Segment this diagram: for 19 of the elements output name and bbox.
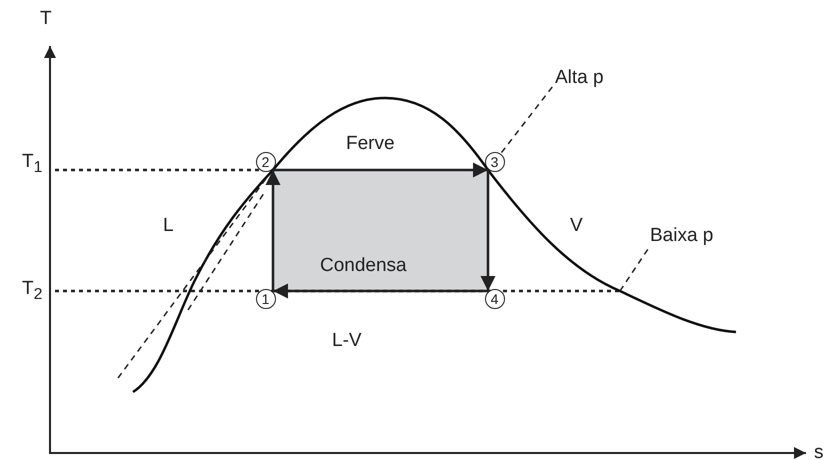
process-arrow [273, 284, 488, 298]
region-label: L [163, 216, 174, 235]
region-label: V [570, 216, 583, 235]
state-point-circle: 1 [256, 288, 276, 308]
process-arrow [266, 170, 280, 291]
axis-label: s [814, 443, 824, 460]
state-point-circle: 4 [484, 288, 504, 308]
axis-label: T$_{1}$ [22, 152, 42, 176]
axis-label: T [40, 9, 52, 28]
axis-label: T$_{2}$ [22, 279, 42, 303]
state-point-circle: 3 [484, 152, 504, 172]
edge-label: Condensa [320, 256, 407, 275]
process-arrow [273, 162, 488, 178]
process-arrow [480, 170, 496, 291]
state-point-circle: 2 [256, 152, 276, 172]
isobar-label: Alta p [555, 68, 604, 87]
isobar-label: Baixa p [650, 226, 714, 245]
edge-label: Ferve [346, 134, 395, 153]
region-label: L-V [332, 331, 362, 350]
